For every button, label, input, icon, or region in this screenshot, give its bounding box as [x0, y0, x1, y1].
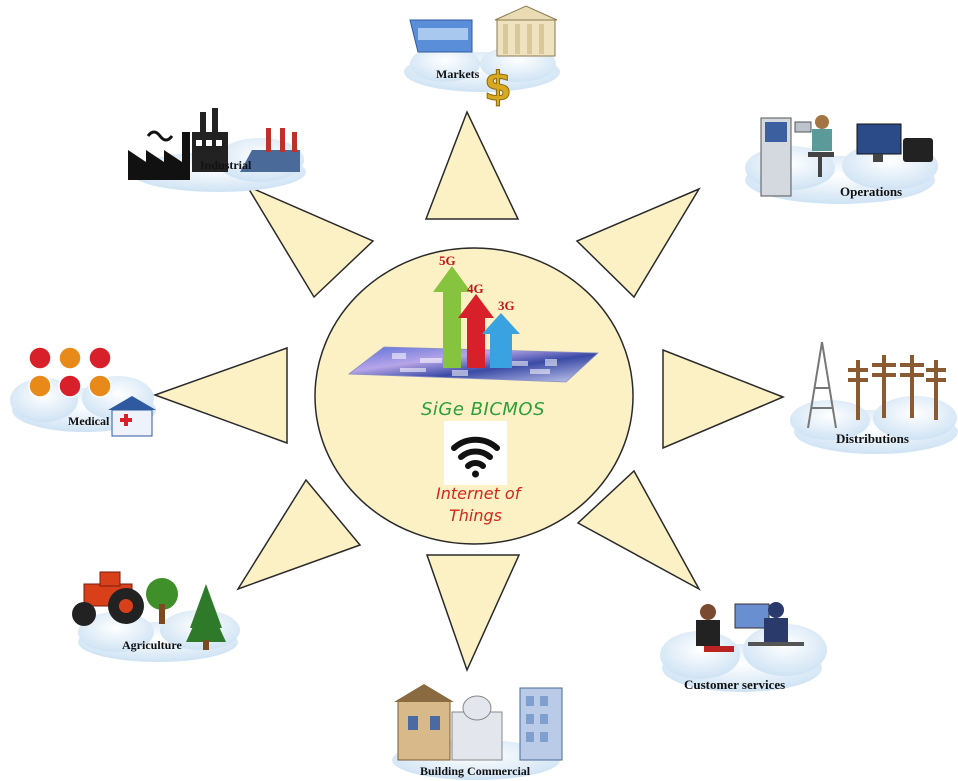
ray-building-commercial: [425, 554, 521, 673]
technology-label: SiGe BICMOS: [421, 399, 546, 420]
sun-circle: [314, 247, 634, 545]
wifi-icon: [444, 421, 507, 485]
operations-workstation-icon: [745, 115, 938, 204]
ray-operations: [575, 187, 701, 299]
sector-label-markets: Markets: [436, 67, 480, 81]
label-4g: 4G: [467, 281, 484, 296]
iot-label-line2: Things: [449, 506, 502, 525]
market-bank-icon: $: [404, 5, 560, 111]
commercial-building-icon: [392, 684, 563, 780]
factory-icon: [128, 108, 306, 192]
sector-label-customer-services: Customer services: [684, 677, 786, 692]
generation-arrows: [433, 266, 520, 368]
label-5g: 5G: [439, 253, 456, 268]
arrow-3g: [482, 313, 520, 368]
arrow-5g: [433, 266, 471, 368]
ray-medical: [152, 346, 288, 445]
label-3g: 3G: [498, 298, 515, 313]
agriculture-tractor-icon: [72, 571, 240, 662]
sector-label-distributions: Distributions: [836, 431, 909, 446]
medical-icon: [10, 346, 156, 437]
sector-label-building-commercial: Building Commercial: [420, 764, 531, 778]
ray-customer-services: [576, 469, 701, 591]
sun-rays: [152, 110, 785, 673]
sector-label-operations: Operations: [840, 184, 903, 199]
sector-label-agriculture: Agriculture: [122, 638, 182, 652]
distribution-towers-icon: [790, 341, 958, 454]
ray-industrial: [245, 184, 375, 299]
sector-label-industrial: Industrial: [200, 158, 252, 172]
svg-text:$: $: [484, 64, 512, 110]
sector-label-medical: Medical: [68, 414, 110, 428]
customer-service-icon: [660, 602, 827, 692]
ray-markets: [424, 110, 520, 220]
iot-label-line1: Internet of: [436, 484, 521, 503]
ray-distributions: [662, 348, 785, 450]
arrow-4g: [458, 294, 494, 368]
ray-agriculture: [236, 478, 362, 591]
